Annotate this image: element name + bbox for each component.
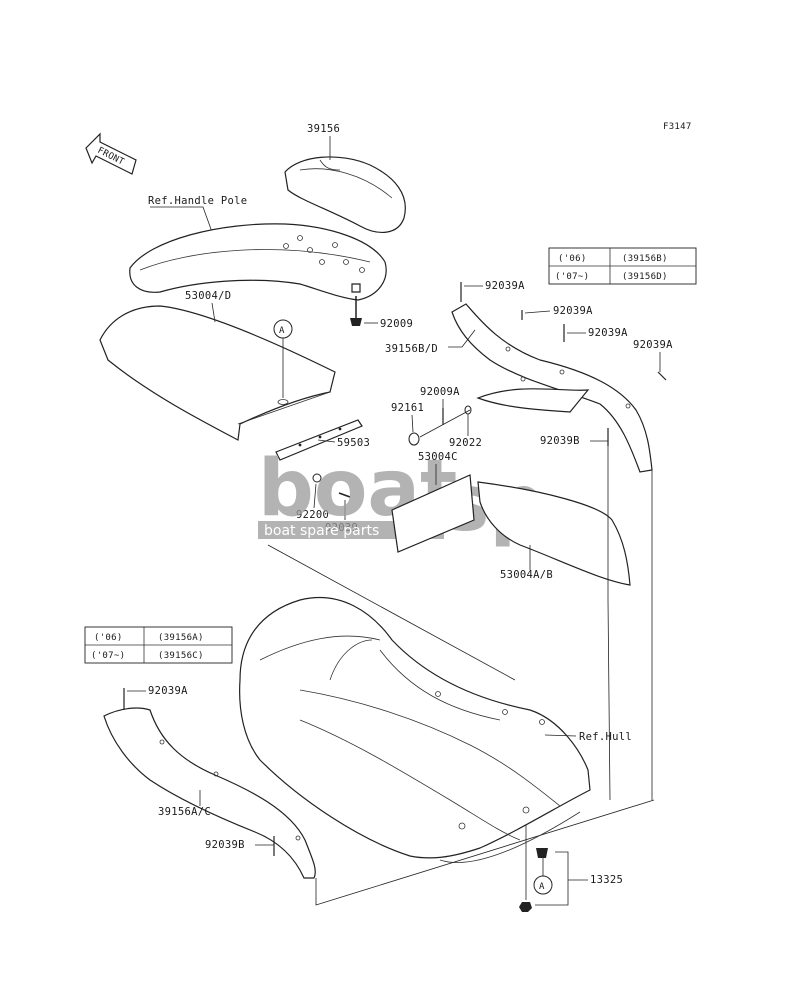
screw-92039: [338, 492, 351, 498]
mat-53004c: [391, 474, 475, 553]
svg-text:(39156D): (39156D): [622, 272, 668, 282]
label-92039a-3: 92039A: [588, 327, 628, 339]
watermark-tagline: boat spare parts: [264, 523, 379, 539]
label-92039a-2: 92039A: [553, 305, 593, 317]
grommet-92022: [464, 405, 472, 415]
svg-text:(39156A): (39156A): [158, 633, 204, 643]
seat-pad-39156: [284, 156, 406, 233]
screw-92039a-4: [657, 371, 667, 381]
label-92039b-1: 92039B: [540, 435, 580, 447]
table-right: ('06) (39156B) ('07~) (39156D): [548, 247, 697, 285]
label-92200: 92200: [296, 509, 329, 521]
svg-text:('06): ('06): [94, 633, 123, 643]
label-53004c: 53004C: [418, 451, 458, 463]
washer-92161: [408, 432, 420, 446]
label-92161: 92161: [391, 402, 424, 414]
callout-a-lower: A: [533, 858, 553, 895]
label-53004ab: 53004A/B: [500, 569, 553, 581]
washer-92200: [312, 473, 322, 483]
side-pad-39156bd: [451, 303, 653, 473]
callout-a-upper: A: [273, 319, 293, 405]
svg-text:A: A: [279, 326, 285, 336]
label-92039a-1: 92039A: [485, 280, 525, 292]
label-39156bd: 39156B/D: [385, 343, 438, 355]
mat-53004ab: [477, 481, 631, 586]
label-92039b-2: 92039B: [205, 839, 245, 851]
hull: [239, 596, 591, 863]
label-ref-handle-pole: Ref.Handle Pole: [148, 195, 247, 207]
label-92009: 92009: [380, 318, 413, 330]
label-39156: 39156: [307, 123, 340, 135]
fastener-13325: [519, 848, 548, 912]
table-left: ('06) (39156A) ('07~) (39156C): [84, 626, 233, 664]
mat-53004d: [99, 305, 336, 441]
label-39156ac: 39156A/C: [158, 806, 211, 818]
label-92039a-4: 92039A: [633, 339, 673, 351]
svg-text:('07~): ('07~): [91, 651, 125, 661]
svg-text:('07~): ('07~): [555, 272, 589, 282]
handle-pole-cover: [129, 223, 387, 301]
svg-text:A: A: [539, 882, 545, 892]
label-92009a: 92009A: [420, 386, 460, 398]
front-arrow-icon: FRONT: [85, 132, 137, 175]
label-92039a-5: 92039A: [148, 685, 188, 697]
label-92022: 92022: [449, 437, 482, 449]
bolt-92009: [350, 296, 362, 326]
figure-code: F3147: [663, 122, 692, 132]
side-pad-39156ac: [103, 707, 316, 879]
label-53004d: 53004/D: [185, 290, 231, 302]
label-13325: 13325: [590, 874, 623, 886]
label-59503: 59503: [337, 437, 370, 449]
svg-text:(39156C): (39156C): [158, 651, 204, 661]
svg-text:('06): ('06): [558, 254, 587, 264]
svg-text:(39156B): (39156B): [622, 254, 668, 264]
label-ref-hull: Ref.Hull: [579, 731, 632, 743]
